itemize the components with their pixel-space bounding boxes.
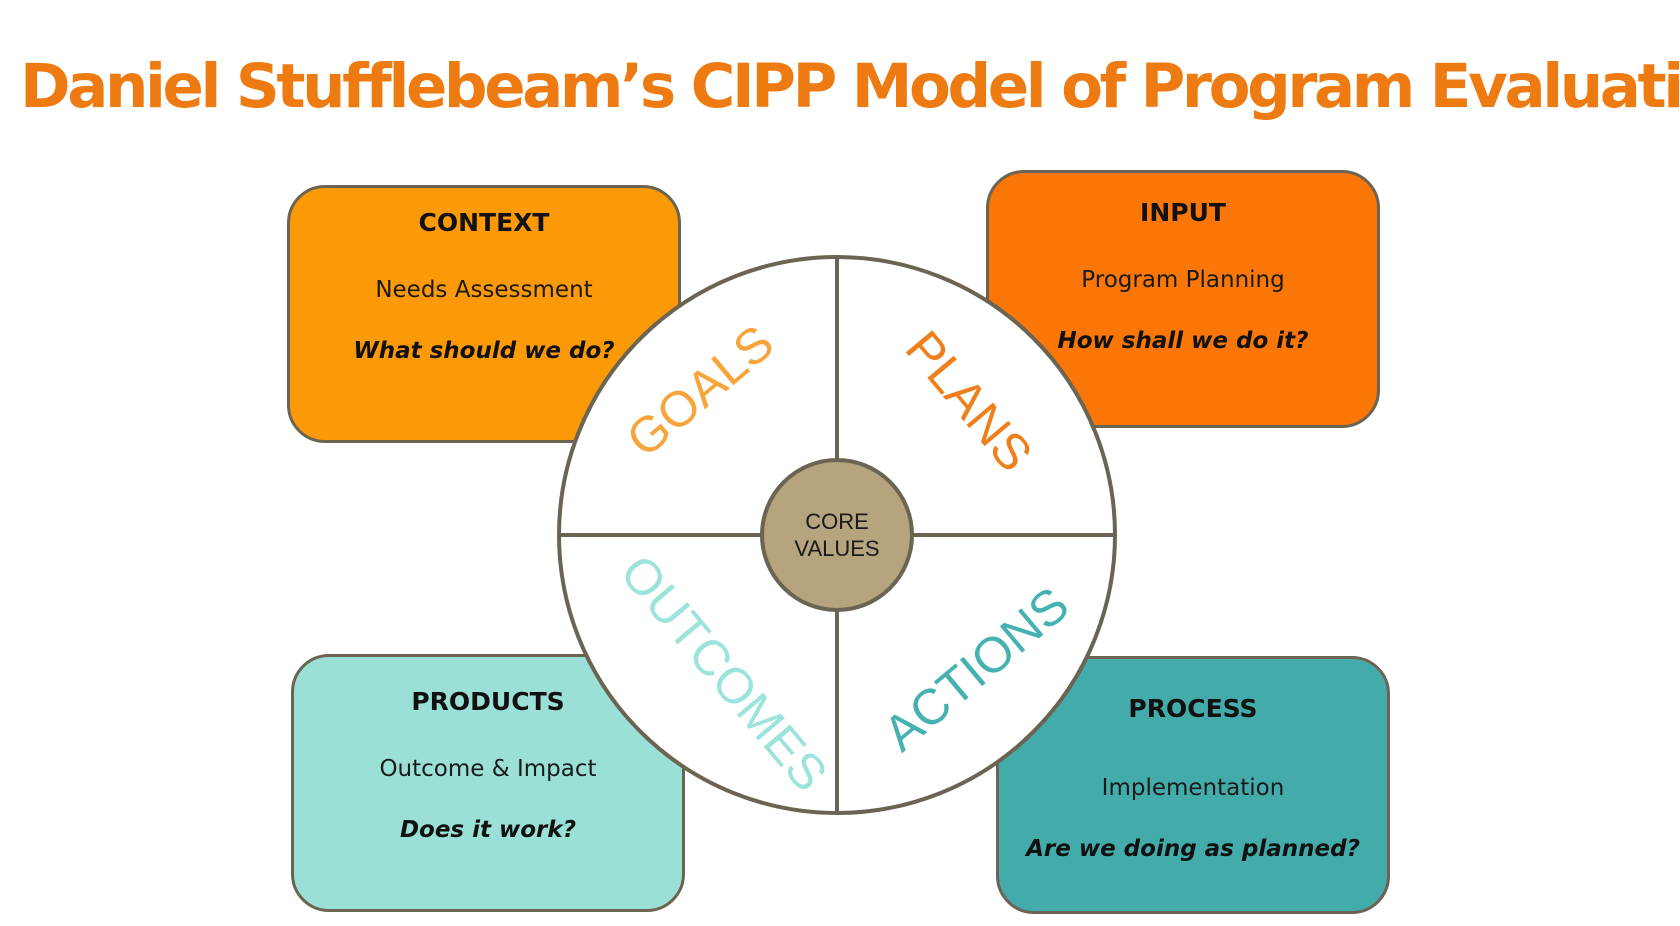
context-box: CONTEXT Needs Assessment What should we … bbox=[287, 185, 681, 443]
hub-line2: VALUES bbox=[794, 536, 879, 561]
context-subtitle: Needs Assessment bbox=[375, 277, 593, 303]
process-question: Are we doing as planned? bbox=[1026, 836, 1360, 862]
process-heading: PROCESS bbox=[1128, 694, 1258, 723]
process-subtitle: Implementation bbox=[1101, 775, 1285, 801]
input-question: How shall we do it? bbox=[1057, 328, 1309, 354]
products-heading: PRODUCTS bbox=[411, 687, 565, 716]
core-values-hub bbox=[760, 458, 914, 612]
input-heading: INPUT bbox=[1140, 198, 1226, 227]
input-subtitle: Program Planning bbox=[1081, 267, 1285, 293]
input-box: INPUT Program Planning How shall we do i… bbox=[986, 170, 1380, 428]
context-question: What should we do? bbox=[353, 338, 615, 364]
products-question: Does it work? bbox=[399, 817, 577, 843]
context-heading: CONTEXT bbox=[418, 208, 550, 237]
products-box: PRODUCTS Outcome & Impact Does it work? bbox=[291, 654, 685, 912]
products-subtitle: Outcome & Impact bbox=[379, 756, 597, 782]
hub-line1: CORE bbox=[805, 509, 869, 534]
page-title: Daniel Stufflebeam’s CIPP Model of Progr… bbox=[20, 51, 1680, 122]
